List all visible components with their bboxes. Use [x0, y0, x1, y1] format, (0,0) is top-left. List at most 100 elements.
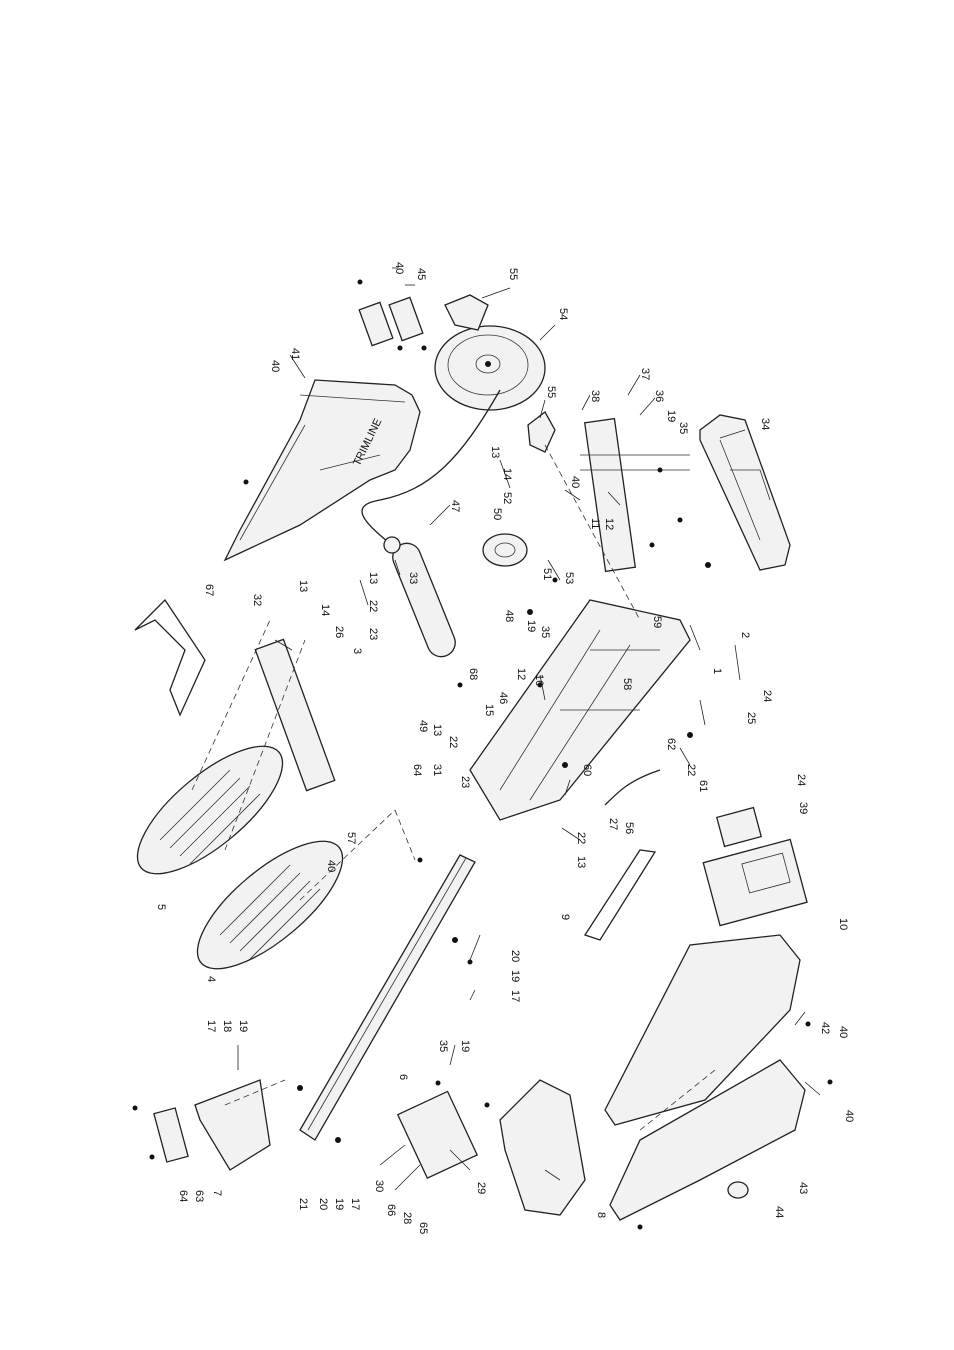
callout-55: 55	[545, 386, 557, 398]
callout-35: 35	[437, 1040, 449, 1052]
callout-24: 24	[795, 774, 807, 786]
flywheel	[435, 326, 545, 410]
callout-19: 19	[459, 1040, 471, 1052]
callout-40: 40	[325, 860, 337, 872]
callout-10: 10	[837, 918, 849, 930]
callout-21: 21	[297, 1198, 309, 1210]
callout-56: 56	[623, 822, 635, 834]
callout-18: 18	[221, 1020, 233, 1032]
callout-9: 9	[559, 914, 571, 920]
callout-22: 22	[367, 600, 379, 612]
callout-50: 50	[491, 508, 503, 520]
callout-51: 51	[541, 568, 553, 580]
callout-47: 47	[449, 500, 461, 512]
callout-54: 54	[557, 308, 569, 320]
callout-53: 53	[563, 572, 575, 584]
control-board	[717, 808, 761, 847]
callout-2: 2	[739, 632, 751, 638]
callout-65: 65	[417, 1222, 429, 1234]
callout-7: 7	[211, 1190, 223, 1196]
callout-59: 59	[651, 616, 663, 628]
callout-33: 33	[407, 572, 419, 584]
callout-36: 36	[653, 390, 665, 402]
callout-23: 23	[367, 628, 379, 640]
callout-25: 25	[745, 712, 757, 724]
callout-64: 64	[411, 764, 423, 776]
callout-46: 46	[497, 692, 509, 704]
rear-stabilizer	[195, 1080, 270, 1170]
callout-19: 19	[525, 620, 537, 632]
callout-3: 3	[351, 648, 363, 654]
callout-27: 27	[607, 818, 619, 830]
callout-22: 22	[575, 832, 587, 844]
callout-48: 48	[503, 610, 515, 622]
callout-12: 12	[515, 668, 527, 680]
callout-43: 43	[797, 1182, 809, 1194]
callout-23: 23	[459, 776, 471, 788]
callout-62: 62	[665, 738, 677, 750]
callout-19: 19	[665, 410, 677, 422]
callout-1: 1	[711, 668, 723, 674]
callout-42: 42	[819, 1022, 831, 1034]
callout-12: 12	[603, 518, 615, 530]
drive-belt	[585, 850, 655, 940]
callout-37: 37	[639, 368, 651, 380]
callout-67: 67	[203, 584, 215, 596]
callout-16: 16	[533, 674, 545, 686]
callout-32: 32	[251, 594, 263, 606]
callout-31: 31	[431, 764, 443, 776]
callout-19: 19	[333, 1198, 345, 1210]
sensor-wire	[605, 770, 660, 805]
callout-17: 17	[205, 1020, 217, 1032]
callout-19: 19	[509, 970, 521, 982]
callout-40: 40	[269, 360, 281, 372]
callout-66: 66	[385, 1204, 397, 1216]
callout-11: 11	[589, 518, 601, 529]
flywheel-cap-upper	[445, 295, 488, 330]
pulley	[483, 534, 527, 566]
roller-tube	[389, 539, 460, 661]
callout-64: 64	[177, 1190, 189, 1202]
callout-63: 63	[193, 1190, 205, 1202]
callout-34: 34	[759, 418, 771, 430]
callout-26: 26	[333, 626, 345, 638]
callout-40: 40	[843, 1110, 855, 1122]
callout-38: 38	[589, 390, 601, 402]
callout-20: 20	[509, 950, 521, 962]
callout-57: 57	[345, 832, 357, 844]
callout-52: 52	[501, 492, 513, 504]
callout-17: 17	[349, 1198, 361, 1210]
callout-44: 44	[773, 1206, 785, 1218]
monitor	[703, 839, 807, 925]
callout-55: 55	[507, 268, 519, 280]
callout-68: 68	[467, 668, 479, 680]
callout-60: 60	[581, 764, 593, 776]
callout-22: 22	[447, 736, 459, 748]
strap-pair	[135, 600, 205, 715]
callout-14: 14	[319, 604, 331, 616]
callout-14: 14	[501, 468, 513, 480]
callout-58: 58	[621, 678, 633, 690]
callout-4: 4	[205, 976, 217, 982]
flywheel-cap-lower	[528, 412, 555, 452]
end-cap	[154, 1108, 188, 1162]
callout-5: 5	[155, 904, 167, 910]
callout-30: 30	[373, 1180, 385, 1192]
seat-cushion	[500, 1080, 585, 1215]
callout-8: 8	[595, 1212, 607, 1218]
upright-bracket	[585, 419, 636, 572]
callout-28: 28	[401, 1212, 413, 1224]
callout-35: 35	[677, 422, 689, 434]
callout-22: 22	[685, 764, 697, 776]
callout-45: 45	[415, 268, 427, 280]
callout-24: 24	[761, 690, 773, 702]
callout-13: 13	[367, 572, 379, 584]
callout-19: 19	[237, 1020, 249, 1032]
callout-13: 13	[489, 446, 501, 458]
parts-artwork: TRIMLINE	[119, 280, 833, 1230]
callout-41: 41	[289, 348, 301, 360]
callout-13: 13	[575, 856, 587, 868]
callout-61: 61	[697, 780, 709, 792]
callout-13: 13	[431, 724, 443, 736]
